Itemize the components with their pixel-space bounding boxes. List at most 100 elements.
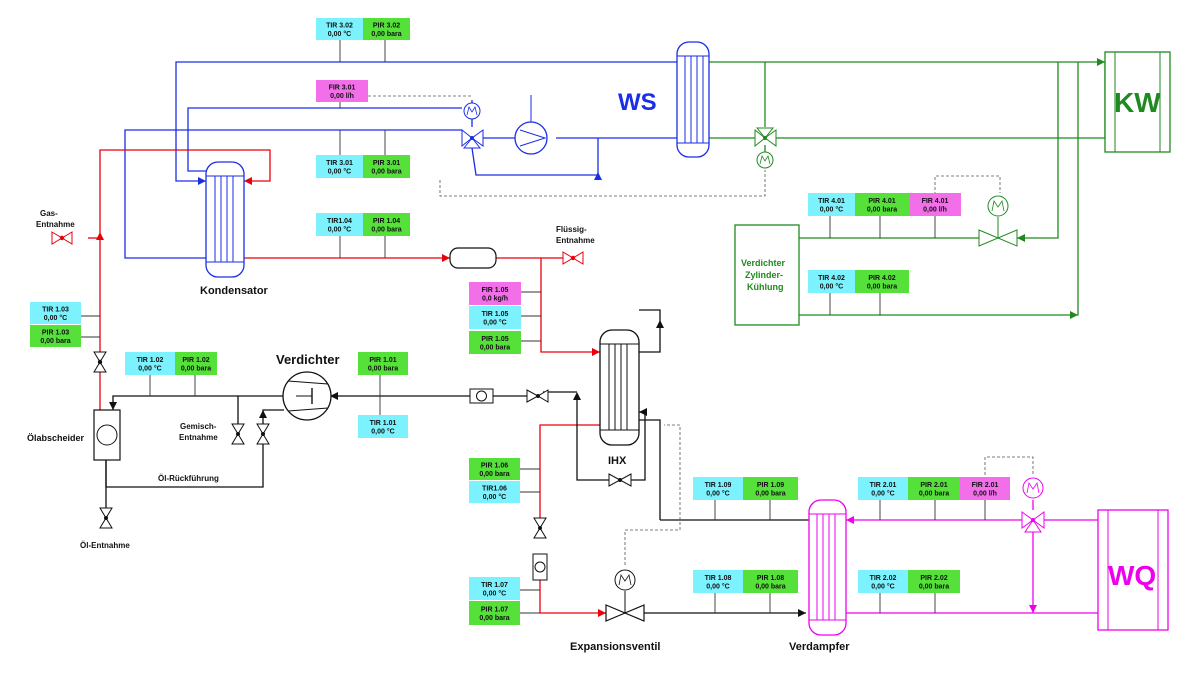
gemisch-entnahme-line1: Gemisch-: [180, 422, 217, 431]
kondensator-heat-exchanger[interactable]: [205, 161, 245, 278]
sensor-pir202[interactable]: PIR 2.020,00 bara: [908, 570, 960, 593]
fluessig-entnahme-line1: Flüssig-: [556, 225, 587, 234]
sensor-box-tir301: [316, 155, 363, 178]
zylinder-kuehlung-line1: Verdichter: [741, 258, 786, 268]
sensor-pir301[interactable]: PIR 3.010,00 bara: [363, 155, 410, 178]
oel-entnahme-label: Öl-Entnahme: [80, 541, 130, 550]
verdampfer-label: Verdampfer: [789, 641, 850, 653]
sensor-tag-tir202: TIR 2.02: [870, 575, 897, 582]
sensor-pir101[interactable]: PIR 1.01 0,00 bara: [358, 352, 408, 375]
liquid-receiver[interactable]: [449, 247, 497, 269]
sensor-value-pir105: 0,00 bara: [480, 345, 510, 352]
sensor-tir106[interactable]: TIR1.060,00 °C: [469, 481, 520, 503]
sensor-fir105[interactable]: FIR 1.050,0 kg/h: [469, 282, 521, 305]
sensor-tag-pir101: PIR 1.01: [369, 357, 396, 364]
sensor-tir108[interactable]: TIR 1.080,00 °C: [693, 570, 743, 593]
gas-sampling-valve[interactable]: [51, 231, 73, 245]
ihx-label: IHX: [608, 455, 627, 467]
kw-label: KW: [1114, 87, 1161, 118]
sensor-fir301[interactable]: FIR 3.010,00 l/h: [316, 80, 368, 102]
sensor-pir104[interactable]: PIR 1.040,00 bara: [363, 213, 410, 236]
sensor-tir107[interactable]: TIR 1.070,00 °C: [469, 577, 520, 600]
suction-valve[interactable]: [526, 389, 549, 403]
liquid-sampling-valve[interactable]: [562, 251, 584, 265]
sensor-pir302[interactable]: PIR 3.020,00 bara: [363, 18, 410, 40]
mixture-sampling-valve[interactable]: [231, 423, 245, 445]
cylinder-cooling-box[interactable]: [734, 224, 800, 326]
sensor-pir102[interactable]: PIR 1.02 0,00 bara: [175, 352, 217, 375]
sensor-value-tir101: 0,00 °C: [371, 428, 394, 436]
sensor-box-pir105: [469, 331, 521, 354]
sensor-pir103[interactable]: PIR 1.030,00 bara: [30, 325, 81, 347]
sensor-box-fir301: [316, 80, 368, 102]
compressor[interactable]: [282, 371, 332, 421]
sensor-box-pir102: [175, 352, 217, 375]
wq-heat-source-unit[interactable]: [1097, 509, 1169, 631]
expansion-valve[interactable]: [605, 569, 645, 622]
sensor-box-tir201: [858, 477, 908, 500]
sensor-pir107[interactable]: PIR 1.070,00 bara: [469, 601, 520, 625]
sensor-fir401[interactable]: FIR 4.010,00 l/h: [909, 193, 961, 216]
sensor-tir301[interactable]: TIR 3.010,00 °C: [316, 155, 363, 178]
sensor-fir201[interactable]: FIR 2.010,00 l/h: [960, 477, 1010, 500]
sight-glass-liquid[interactable]: [532, 553, 548, 581]
discharge-shutoff-valve[interactable]: [93, 351, 107, 373]
sensor-value-pir401: 0,00 bara: [867, 207, 897, 214]
sensor-value-pir101: 0,00 bara: [368, 366, 398, 373]
sensor-tir109[interactable]: TIR 1.090,00 °C: [693, 477, 743, 500]
sensor-value-pir104: 0,00 bara: [371, 227, 401, 234]
sensor-tir302[interactable]: TIR 3.020,00 °C: [316, 18, 363, 40]
oil-return-valve[interactable]: [256, 423, 270, 445]
three-way-valve-sink[interactable]: [461, 102, 484, 149]
ws-label: WS: [618, 89, 657, 116]
zylinder-kuehlung-line3: Kühlung: [747, 282, 784, 292]
ws-heat-exchanger[interactable]: [676, 41, 710, 158]
sensor-tir103[interactable]: TIR 1.030,00 °C: [30, 302, 81, 324]
wq-label: WQ: [1108, 560, 1156, 591]
sensor-box-tir102: [125, 352, 175, 375]
sensor-tir402[interactable]: TIR 4.020,00 °C: [808, 270, 855, 293]
flow-arrows: [96, 58, 1105, 617]
sensor-pir106[interactable]: PIR 1.060,00 bara: [469, 458, 520, 480]
sensor-box-tir104: [316, 213, 363, 236]
ihx-bypass-valve[interactable]: [608, 473, 632, 487]
kw-cooling-water-unit[interactable]: [1104, 51, 1171, 153]
sensor-box-pir107: [469, 601, 520, 625]
sensor-value-pir102: 0,00 bara: [181, 366, 211, 373]
oil-drain-valve[interactable]: [99, 507, 113, 529]
sensor-tir401[interactable]: TIR 4.010,00 °C: [808, 193, 855, 216]
kondensator-label: Kondensator: [200, 285, 269, 297]
sensor-tag-pir202: PIR 2.02: [920, 575, 947, 582]
sensor-pir401[interactable]: PIR 4.010,00 bara: [855, 193, 909, 216]
sensor-pir109[interactable]: PIR 1.090,00 bara: [743, 477, 798, 500]
sensor-tir202[interactable]: TIR 2.020,00 °C: [858, 570, 908, 593]
three-way-valve-cooling[interactable]: [754, 127, 777, 169]
sensor-tag-pir402: PIR 4.02: [868, 275, 895, 282]
sensor-tir105[interactable]: TIR 1.050,00 °C: [469, 306, 521, 329]
control-valve-cooling[interactable]: [978, 195, 1018, 247]
sensor-box-fir201: [960, 477, 1010, 500]
sensor-value-pir107: 0,00 bara: [479, 615, 509, 622]
sensor-pir105[interactable]: PIR 1.05 0,00 bara: [469, 331, 521, 354]
sensor-box-pir202: [908, 570, 960, 593]
sensor-tir102[interactable]: TIR 1.020,00 °C: [125, 352, 175, 375]
sensor-pir108[interactable]: PIR 1.080,00 bara: [743, 570, 798, 593]
sensor-tir201[interactable]: TIR 2.010,00 °C: [858, 477, 908, 500]
oil-separator[interactable]: [93, 409, 121, 461]
sensor-pir402[interactable]: PIR 4.020,00 bara: [855, 270, 909, 293]
sensor-tag-pir102: PIR 1.02: [182, 357, 209, 364]
sight-glass-suction[interactable]: [469, 388, 494, 404]
sensor-tir104[interactable]: TIR1.040,00 °C: [316, 213, 363, 236]
sensor-pir201[interactable]: PIR 2.010,00 bara: [908, 477, 960, 500]
sensor-value-tir301: 0,00 °C: [328, 168, 351, 176]
sensor-tag-tir108: TIR 1.08: [705, 575, 732, 582]
circulation-pump[interactable]: [514, 95, 548, 155]
liquid-line-valve[interactable]: [533, 517, 547, 539]
sensor-tir101[interactable]: TIR 1.010,00 °C: [358, 415, 408, 438]
verdampfer-evaporator[interactable]: [808, 499, 847, 636]
ihx-internal-heat-exchanger[interactable]: [599, 329, 640, 446]
sensor-tag-pir105: PIR 1.05: [481, 336, 508, 343]
three-way-valve-source[interactable]: [1021, 477, 1045, 533]
